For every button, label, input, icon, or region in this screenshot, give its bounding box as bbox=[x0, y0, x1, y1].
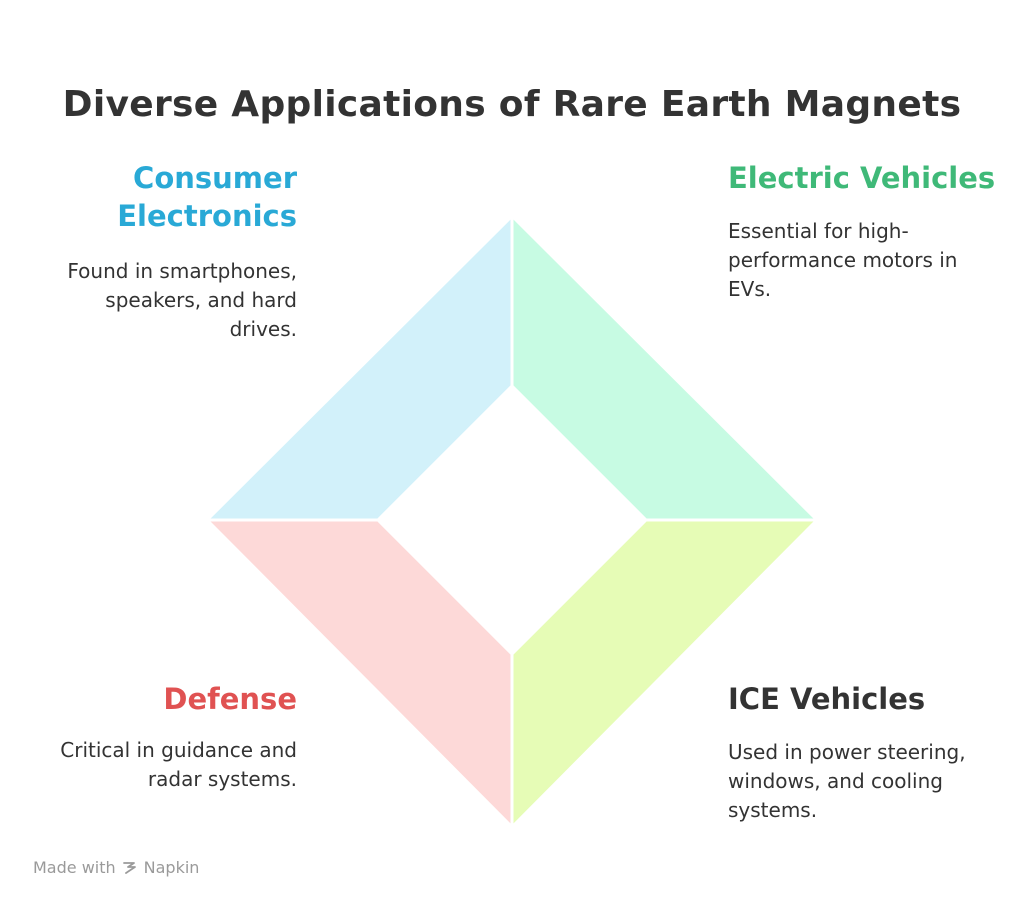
ice-vehicles-block: ICE Vehicles Used in power steering, win… bbox=[728, 680, 998, 825]
electric-vehicles-description: Essential for high-performance motors in… bbox=[728, 219, 958, 301]
ice-vehicles-description: Used in power steering, windows, and coo… bbox=[728, 740, 966, 822]
made-with-label: Made with bbox=[33, 858, 116, 877]
ice-vehicles-heading: ICE Vehicles bbox=[728, 682, 926, 716]
consumer-electronics-heading: Consumer Electronics bbox=[117, 161, 297, 233]
defense-block: Defense Critical in guidance and radar s… bbox=[40, 680, 297, 794]
electric-vehicles-block: Electric Vehicles Essential for high-per… bbox=[728, 159, 998, 304]
defense-heading: Defense bbox=[163, 682, 297, 716]
consumer-electronics-block: Consumer Electronics Found in smartphone… bbox=[40, 159, 297, 344]
napkin-brand-label: Napkin bbox=[143, 858, 200, 877]
diagram-title: Diverse Applications of Rare Earth Magne… bbox=[62, 84, 962, 125]
napkin-logo-icon bbox=[122, 860, 138, 876]
quadrant-ice-shape bbox=[510, 518, 819, 829]
defense-description: Critical in guidance and radar systems. bbox=[60, 738, 297, 791]
consumer-electronics-description: Found in smartphones, speakers, and hard… bbox=[67, 259, 297, 341]
electric-vehicles-heading: Electric Vehicles bbox=[728, 161, 996, 195]
made-with-napkin-footer[interactable]: Made with Napkin bbox=[33, 858, 199, 877]
